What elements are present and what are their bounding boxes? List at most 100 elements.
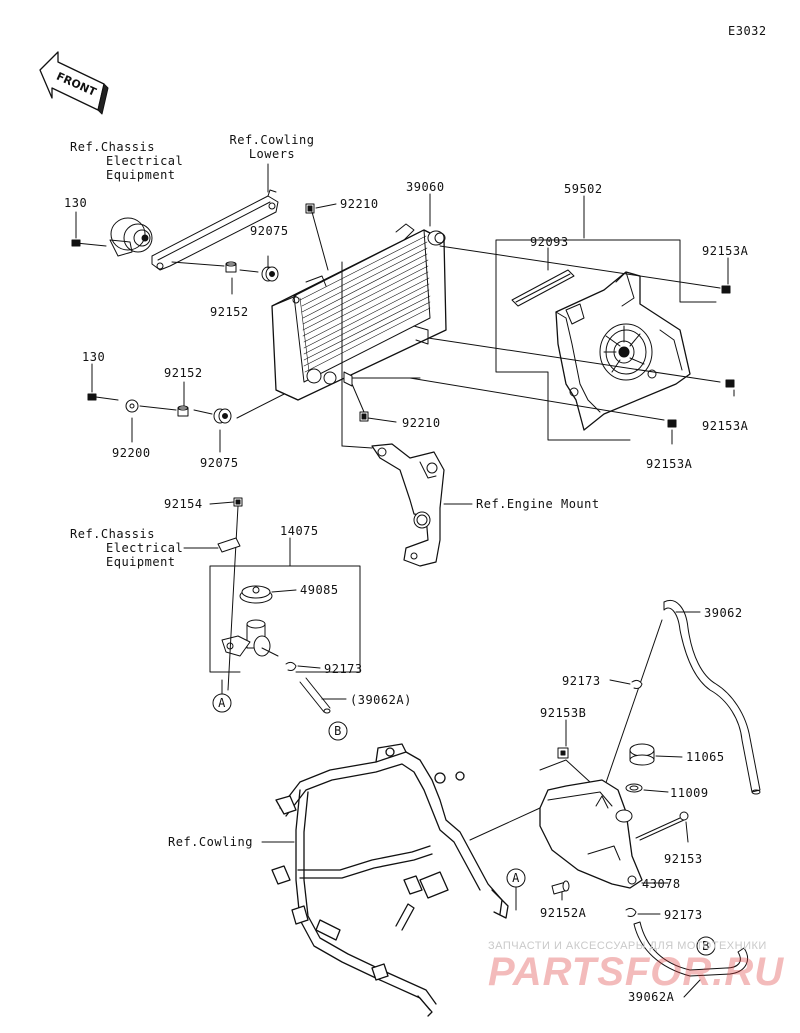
leader-bolt-low xyxy=(409,377,665,421)
bolt-92153-tank xyxy=(635,811,689,841)
bolt-92153A-low xyxy=(667,419,677,428)
leader-mount-2 xyxy=(341,445,373,449)
clamp-92173-c xyxy=(625,907,637,917)
marker-a-label-2: A xyxy=(512,871,520,885)
ref-engine-mount: Ref.Engine Mount xyxy=(476,497,600,511)
ref-chassis-line2: Electrical xyxy=(106,154,184,168)
bolt-92153A-top xyxy=(721,285,731,294)
part-130-upper: 130 xyxy=(64,196,88,210)
gasket-11009 xyxy=(625,783,643,793)
part-92173-hose: 92173 xyxy=(562,674,601,688)
leader-hose-to-tank xyxy=(599,619,663,801)
horn-bracket-stay xyxy=(151,189,279,271)
ref-chassis-electrical-upper: Ref.Chassis Electrical Equipment xyxy=(70,140,192,182)
hose-39062 xyxy=(663,600,761,795)
watermark-tagline: ЗАПЧАСТИ И АКСЕССУАРЫ ДЛЯ МОТОТЕХНИКИ xyxy=(488,940,767,952)
part-59502: 59502 xyxy=(564,182,603,196)
part-92153A-mid: 92153A xyxy=(702,419,749,433)
collar-92152-upper xyxy=(225,261,237,273)
ref-cowling-lowers-line1: Ref.Cowling xyxy=(229,133,315,147)
ref-chassis2-line3: Equipment xyxy=(106,555,176,569)
marker-a-label-1: A xyxy=(218,696,226,710)
fan-shroud-59502 xyxy=(555,271,691,431)
ref-chassis2-line2: Electrical xyxy=(106,541,184,555)
ref-chassis-line3: Equipment xyxy=(106,168,176,182)
label-leaders xyxy=(75,163,735,998)
leader-bolt-top xyxy=(439,245,721,289)
leader-tank-frame xyxy=(469,807,541,841)
part-11065: 11065 xyxy=(686,750,725,764)
shroud-seal-92093 xyxy=(511,269,575,307)
marker-b-circle-2 xyxy=(696,936,716,956)
part-92075-lower: 92075 xyxy=(200,456,239,470)
part-43078: 43078 xyxy=(642,877,681,891)
horn-part xyxy=(71,217,153,257)
part-92152-lower: 92152 xyxy=(164,366,203,380)
leader-washer xyxy=(139,405,177,411)
leader-collar-lower xyxy=(193,409,213,415)
part-11009: 11009 xyxy=(670,786,709,800)
ref-cowling-lowers-line2: Lowers xyxy=(248,147,296,161)
part-14075: 14075 xyxy=(280,524,319,538)
bracket-59502 xyxy=(495,239,717,441)
part-92075-upper: 92075 xyxy=(250,224,289,238)
ref-cowling-lowers: Ref.Cowling Lowers xyxy=(224,133,320,161)
part-92152-upper: 92152 xyxy=(210,305,249,319)
front-arrow-icon: FRONT xyxy=(39,51,109,115)
ref-chassis2-line1: Ref.Chassis xyxy=(70,527,155,541)
part-92153B: 92153B xyxy=(540,706,587,720)
filler-neck-14075 xyxy=(221,619,279,657)
part-39062: 39062 xyxy=(704,606,743,620)
bracket-14075 xyxy=(209,565,361,673)
hose-39062A-long xyxy=(633,921,748,977)
cowling-frame xyxy=(271,743,509,1017)
reserve-tank-43078 xyxy=(539,779,643,889)
bolt-92154 xyxy=(227,497,243,691)
marker-b-label-1: B xyxy=(334,724,342,738)
bolt-92153B xyxy=(539,747,591,783)
leader-stay-collar xyxy=(171,261,225,267)
leader-collar-upper xyxy=(239,269,259,273)
engine-mount-bracket xyxy=(371,443,445,567)
bolt-130-lower xyxy=(87,393,119,401)
part-92200: 92200 xyxy=(112,446,151,460)
part-92210-upper: 92210 xyxy=(340,197,379,211)
part-92154: 92154 xyxy=(164,497,203,511)
part-92153A-low: 92153A xyxy=(646,457,693,471)
part-92153A-top: 92153A xyxy=(702,244,749,258)
marker-b-circle-1 xyxy=(328,721,348,741)
clamp-92173-a xyxy=(285,661,297,671)
ref-chassis-clip xyxy=(217,537,241,553)
clip-92210-upper xyxy=(305,203,329,271)
clamp-92173-b xyxy=(631,679,643,689)
watermark-logo: PARTSFOR.RU xyxy=(488,950,785,994)
part-92152A: 92152A xyxy=(540,906,587,920)
diagram-code: E3032 xyxy=(728,24,767,38)
grommet-92075-lower xyxy=(213,408,232,424)
leader-bolt-mid xyxy=(427,337,721,383)
part-92173-cap: 92173 xyxy=(324,662,363,676)
part-49085: 49085 xyxy=(300,583,339,597)
radiator-cap-49085 xyxy=(239,585,273,604)
tank-cap-11065 xyxy=(629,743,655,766)
part-92153: 92153 xyxy=(664,852,703,866)
washer-92200 xyxy=(125,399,139,413)
part-39062A: 39062A xyxy=(628,990,675,1004)
grommet-92075-upper xyxy=(261,266,279,282)
part-130-lower: 130 xyxy=(82,350,106,364)
ref-chassis-line1: Ref.Chassis xyxy=(70,140,155,154)
ref-chassis-electrical-lower: Ref.Chassis Electrical Equipment xyxy=(70,527,192,569)
collar-92152-lower xyxy=(177,405,189,417)
part-39060: 39060 xyxy=(406,180,445,194)
hose-39062A-short xyxy=(299,677,331,714)
marker-b-label-2: B xyxy=(702,939,710,953)
part-92173-tank: 92173 xyxy=(664,908,703,922)
bolt-92153A-mid xyxy=(725,379,735,388)
part-92093: 92093 xyxy=(530,235,569,249)
part-39062A-paren: (39062A) xyxy=(350,693,412,707)
part-92210-lower: 92210 xyxy=(402,416,441,430)
radiator-39060 xyxy=(271,223,447,401)
clip-92210-lower xyxy=(351,383,369,422)
